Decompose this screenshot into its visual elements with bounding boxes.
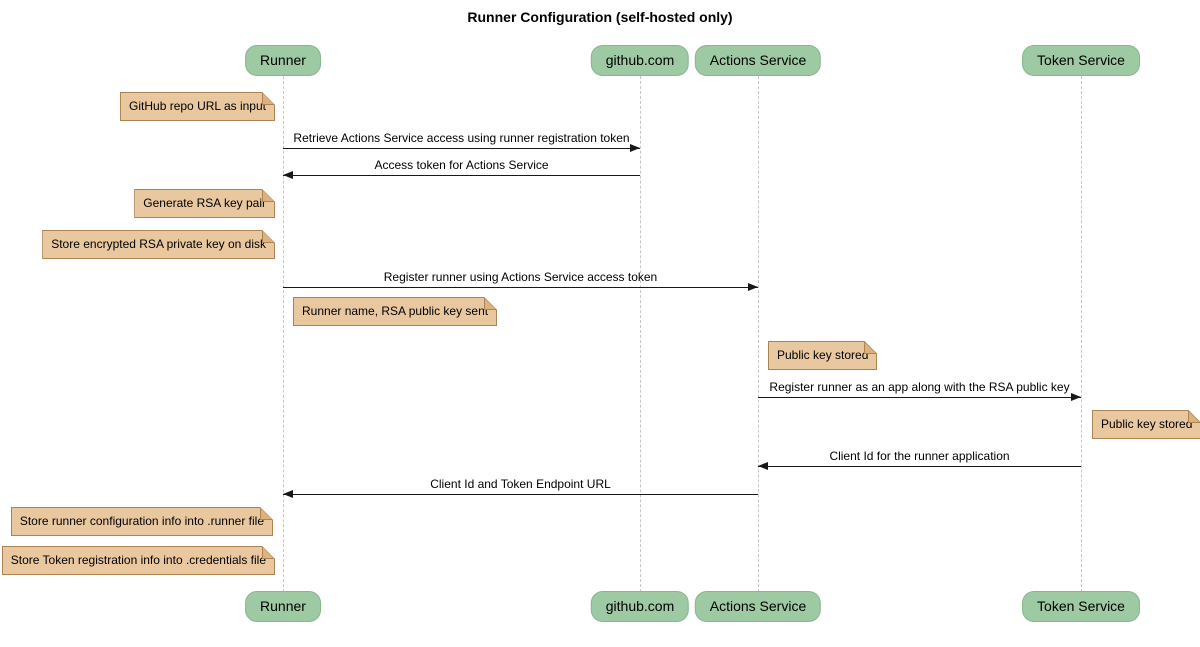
message-label: Retrieve Actions Service access using ru…: [293, 131, 630, 145]
message-label: Client Id for the runner application: [829, 449, 1010, 463]
arrowhead-left-icon: [283, 171, 293, 179]
note-text: Store encrypted RSA private key on disk: [51, 237, 266, 251]
arrowhead-right-icon: [1071, 393, 1081, 401]
participant-github-bottom: github.com: [590, 591, 690, 622]
note-text: Runner name, RSA public key sent: [302, 304, 489, 318]
note-store-private-key: Store encrypted RSA private key on disk: [42, 230, 275, 259]
lifeline-actions-service: [758, 76, 759, 592]
arrowhead-right-icon: [630, 144, 640, 152]
note-public-key-stored-token: Public key stored: [1092, 410, 1200, 439]
message-client-id-runner-app: Client Id for the runner application: [758, 449, 1081, 470]
note-fold-icon: [864, 341, 877, 354]
note-fold-icon: [1188, 410, 1200, 423]
participant-actions-service-top: Actions Service: [694, 45, 822, 76]
note-fold-icon: [262, 230, 275, 243]
participant-runner-top: Runner: [245, 45, 321, 76]
note-public-key-stored-actions: Public key stored: [768, 341, 877, 370]
note-fold-icon: [484, 297, 497, 310]
note-text: Store runner configuration info into .ru…: [19, 514, 264, 528]
note-text: GitHub repo URL as input: [129, 99, 266, 113]
note-store-runner-file: Store runner configuration info into .ru…: [11, 507, 273, 536]
note-runner-name-sent: Runner name, RSA public key sent: [293, 297, 497, 326]
message-register-runner: Register runner using Actions Service ac…: [283, 270, 758, 291]
note-fold-icon: [262, 546, 275, 559]
participant-runner-bottom: Runner: [245, 591, 321, 622]
note-fold-icon: [262, 92, 275, 105]
message-arrow-line: [283, 283, 758, 291]
message-client-id-endpoint: Client Id and Token Endpoint URL: [283, 477, 758, 498]
note-fold-icon: [262, 189, 275, 202]
message-access-token: Access token for Actions Service: [283, 158, 640, 179]
note-text: Store Token registration info into .cred…: [10, 553, 266, 567]
note-generate-rsa: Generate RSA key pair: [134, 189, 275, 218]
arrowhead-left-icon: [758, 462, 768, 470]
note-github-repo-url: GitHub repo URL as input: [120, 92, 275, 121]
message-arrow-line: [758, 462, 1081, 470]
diagram-title: Runner Configuration (self-hosted only): [467, 9, 733, 25]
note-fold-icon: [260, 507, 273, 520]
lifeline-github: [640, 76, 641, 592]
message-arrow-line: [283, 490, 758, 498]
message-label: Client Id and Token Endpoint URL: [430, 477, 611, 491]
note-text: Generate RSA key pair: [143, 196, 266, 210]
message-label: Register runner using Actions Service ac…: [383, 270, 658, 284]
note-text: Public key stored: [777, 348, 869, 362]
participant-github-top: github.com: [590, 45, 690, 76]
lifeline-token-service: [1081, 76, 1082, 592]
message-arrow-line: [283, 144, 640, 152]
arrowhead-right-icon: [748, 283, 758, 291]
message-label: Register runner as an app along with the…: [769, 380, 1070, 394]
participant-token-service-bottom: Token Service: [1022, 591, 1140, 622]
lifeline-runner: [283, 76, 284, 592]
message-arrow-line: [283, 171, 640, 179]
note-store-credentials-file: Store Token registration info into .cred…: [2, 546, 275, 575]
participant-actions-service-bottom: Actions Service: [694, 591, 822, 622]
message-register-app: Register runner as an app along with the…: [758, 380, 1081, 401]
participant-token-service-top: Token Service: [1022, 45, 1140, 76]
message-label: Access token for Actions Service: [374, 158, 549, 172]
message-retrieve-access: Retrieve Actions Service access using ru…: [283, 131, 640, 152]
arrowhead-left-icon: [283, 490, 293, 498]
message-arrow-line: [758, 393, 1081, 401]
note-text: Public key stored: [1101, 417, 1193, 431]
